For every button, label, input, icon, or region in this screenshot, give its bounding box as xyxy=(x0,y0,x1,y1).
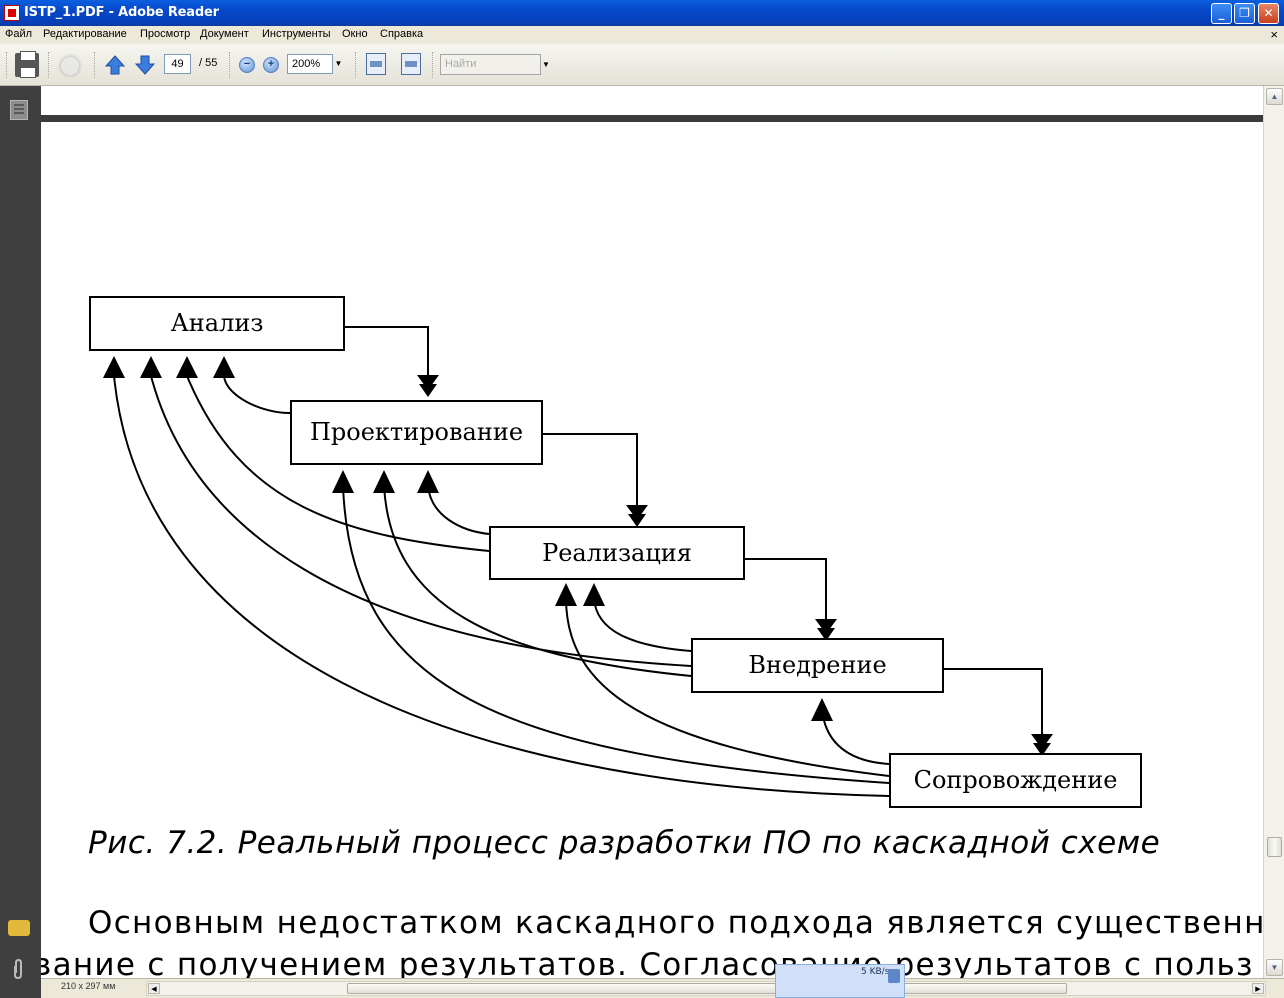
previous-page-icon[interactable] xyxy=(104,54,126,76)
scroll-down-icon[interactable]: ▼ xyxy=(1266,959,1283,976)
page-total: / 55 xyxy=(199,57,218,69)
window-title: ISTP_1.PDF - Adobe Reader xyxy=(24,5,219,20)
waterfall-diagram xyxy=(103,326,1053,797)
scroll-up-icon[interactable]: ▲ xyxy=(1266,88,1283,105)
vertical-scrollbar[interactable]: ▲ ▼ xyxy=(1263,86,1284,978)
menu-file[interactable]: Файл xyxy=(5,28,33,40)
page-top-band xyxy=(41,115,1263,122)
scroll-right-icon[interactable]: ▶ xyxy=(1252,983,1264,994)
network-speed: 5 KB/s xyxy=(861,967,890,977)
arrowhead xyxy=(626,505,648,520)
fit-page-icon[interactable] xyxy=(401,53,421,75)
pages-icon[interactable] xyxy=(10,100,28,120)
feedback-curve xyxy=(593,597,692,652)
scroll-left-icon[interactable]: ◀ xyxy=(148,983,160,994)
arrowhead xyxy=(103,356,125,378)
menu-window[interactable]: Окно xyxy=(342,28,368,40)
chevron-down-icon[interactable]: ▼ xyxy=(542,60,550,69)
zoom-out-icon[interactable]: − xyxy=(239,57,255,73)
flow-arrow-line xyxy=(344,326,429,376)
horizontal-scrollbar[interactable]: ◀ ▶ xyxy=(146,981,1266,996)
arrowhead xyxy=(628,514,646,527)
arrowhead xyxy=(555,583,577,606)
feedback-curve xyxy=(427,485,490,535)
minimize-button[interactable]: _ xyxy=(1211,3,1232,24)
zoom-in-icon[interactable]: + xyxy=(263,57,279,73)
feedback-curve xyxy=(342,485,890,784)
body-text-line: Основным недостатком каскадного подхода … xyxy=(88,905,1263,941)
toolbar-separator xyxy=(432,52,434,78)
adobe-reader-icon xyxy=(4,5,20,21)
navigation-panel xyxy=(0,86,41,998)
arrowhead xyxy=(583,583,605,606)
feedback-curve xyxy=(383,485,692,677)
flow-arrow-line xyxy=(543,433,638,506)
feedback-curve xyxy=(113,375,890,797)
feedback-curve xyxy=(186,375,490,552)
arrowhead xyxy=(213,356,235,378)
menu-edit[interactable]: Редактирование xyxy=(43,28,127,40)
diagram-box-maintenance: Сопровождение xyxy=(889,753,1142,808)
feedback-curve xyxy=(565,597,890,777)
arrowhead xyxy=(373,470,395,493)
menu-help[interactable]: Справка xyxy=(380,28,424,40)
menu-tools[interactable]: Инструменты xyxy=(262,28,331,40)
arrowhead xyxy=(176,356,198,378)
next-page-icon[interactable] xyxy=(134,54,156,76)
arrowhead xyxy=(1033,743,1051,756)
arrowhead xyxy=(1031,734,1053,749)
diagram-box-design: Проектирование xyxy=(290,400,543,465)
paperclip-icon[interactable] xyxy=(10,958,28,980)
document-view[interactable]: Анализ Проектирование Реализация Внедрен… xyxy=(41,86,1263,978)
toolbar-separator xyxy=(6,52,8,78)
maximize-button[interactable]: ❐ xyxy=(1234,3,1255,24)
body-text-line: вание с получением результатов. Согласов… xyxy=(41,947,1254,978)
toolbar xyxy=(0,44,1284,86)
comments-icon[interactable] xyxy=(8,920,30,936)
menu-bar: Файл Редактирование Просмотр Документ Ин… xyxy=(0,26,1284,44)
diagram-box-deployment: Внедрение xyxy=(691,638,944,693)
arrowhead xyxy=(417,470,439,493)
figure-caption: Рис. 7.2. Реальный процесс разработки ПО… xyxy=(88,825,1161,861)
toolbar-separator xyxy=(229,52,231,78)
toolbar-separator xyxy=(355,52,357,78)
arrowhead xyxy=(817,628,835,641)
print-icon[interactable] xyxy=(15,51,39,78)
feedback-curve xyxy=(150,375,692,667)
network-speed-widget: 5 KB/s xyxy=(775,964,905,998)
hand-tool-icon[interactable] xyxy=(58,53,82,77)
flow-arrow-line xyxy=(744,558,827,621)
arrowhead xyxy=(417,375,439,390)
feedback-curve xyxy=(223,375,291,414)
flow-arrow-line xyxy=(943,668,1043,736)
page-size-label: 210 x 297 мм xyxy=(61,981,116,991)
menu-view[interactable]: Просмотр xyxy=(140,28,191,40)
arrowhead xyxy=(332,470,354,493)
status-bar: 210 x 297 мм ◀ ▶ xyxy=(41,978,1284,998)
diagram-box-analysis: Анализ xyxy=(89,296,345,351)
arrowhead xyxy=(140,356,162,378)
diagram-box-implementation: Реализация xyxy=(489,526,745,580)
scroll-thumb[interactable] xyxy=(1267,837,1282,857)
download-icon xyxy=(888,969,900,983)
menu-document[interactable]: Документ xyxy=(200,28,249,40)
chevron-down-icon[interactable]: ▼ xyxy=(334,59,343,68)
feedback-curve xyxy=(821,707,890,765)
zoom-input[interactable]: 200% xyxy=(287,54,333,74)
toolbar-separator xyxy=(94,52,96,78)
toolbar-separator xyxy=(48,52,50,78)
title-bar: ISTP_1.PDF - Adobe Reader _ ❐ ✕ xyxy=(0,0,1284,26)
page-number-input[interactable]: 49 xyxy=(164,54,191,74)
arrowhead xyxy=(811,698,833,721)
arrowhead xyxy=(815,619,837,634)
horizontal-scroll-thumb[interactable] xyxy=(347,983,1067,994)
arrowhead xyxy=(419,384,437,397)
document-close-button[interactable]: × xyxy=(1270,27,1278,42)
close-button[interactable]: ✕ xyxy=(1258,3,1279,24)
search-input[interactable]: Найти xyxy=(440,54,541,75)
fit-width-icon[interactable] xyxy=(366,53,386,75)
